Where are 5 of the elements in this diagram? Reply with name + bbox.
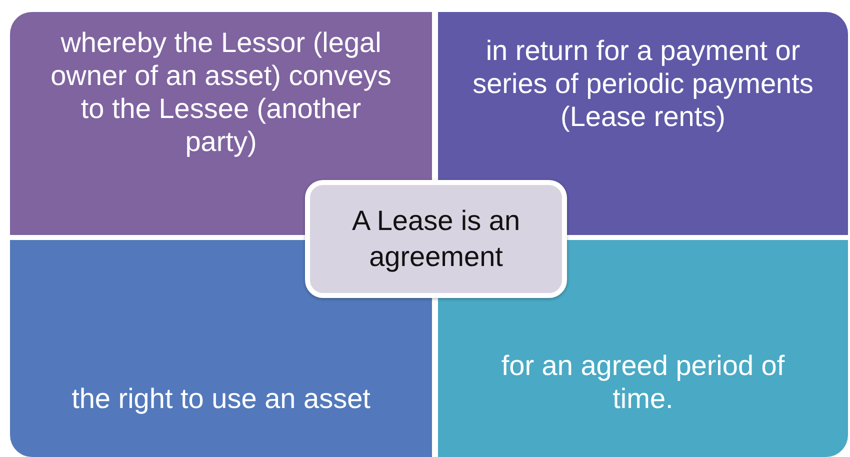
quadrant-text: whereby the Lessor (legal owner of an asset) conveys to the Lessee (another party) [50, 26, 392, 158]
center-box: A Lease is an agreement [305, 180, 567, 298]
quadrant-text: for an agreed period of time. [500, 349, 786, 415]
quadrant-text: the right to use an asset [72, 382, 370, 415]
quadrant-text: in return for a payment or series of periodic payments (Lease rents) [472, 34, 814, 133]
